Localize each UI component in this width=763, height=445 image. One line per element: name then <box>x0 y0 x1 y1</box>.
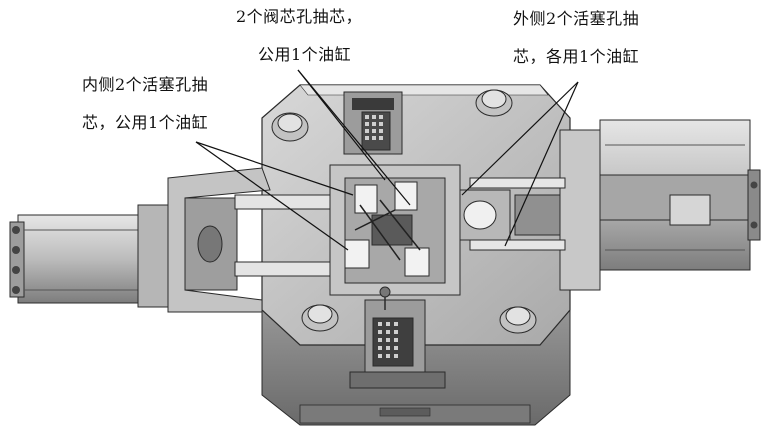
right-hydraulic-cylinder <box>559 119 761 291</box>
annotation-valve-core-line1: 2个阀芯孔抽芯， <box>236 7 363 26</box>
guide-pillar-top-right <box>475 89 513 117</box>
annotation-inner-piston-line2: 芯，公用1个油缸 <box>82 113 209 132</box>
leader-lines <box>195 69 579 251</box>
top-cylinder-block <box>343 91 403 155</box>
guide-pillar-top-left <box>271 112 309 142</box>
bottom-cylinder-block <box>349 299 446 389</box>
right-slide-rods <box>454 177 566 251</box>
annotation-outer-piston-line1: 外侧2个活塞孔抽 <box>513 9 640 28</box>
left-yoke-frame <box>167 167 331 313</box>
annotation-inner-piston-line1: 内侧2个活塞孔抽 <box>82 75 209 94</box>
guide-pillar-bottom-right <box>499 306 537 334</box>
guide-pillar-bottom-left <box>301 304 339 332</box>
annotation-outer-piston-line2: 芯，各用1个油缸 <box>513 47 640 66</box>
annotation-valve-core-line2: 公用1个油缸 <box>258 45 352 64</box>
left-hydraulic-cylinder <box>9 204 169 308</box>
